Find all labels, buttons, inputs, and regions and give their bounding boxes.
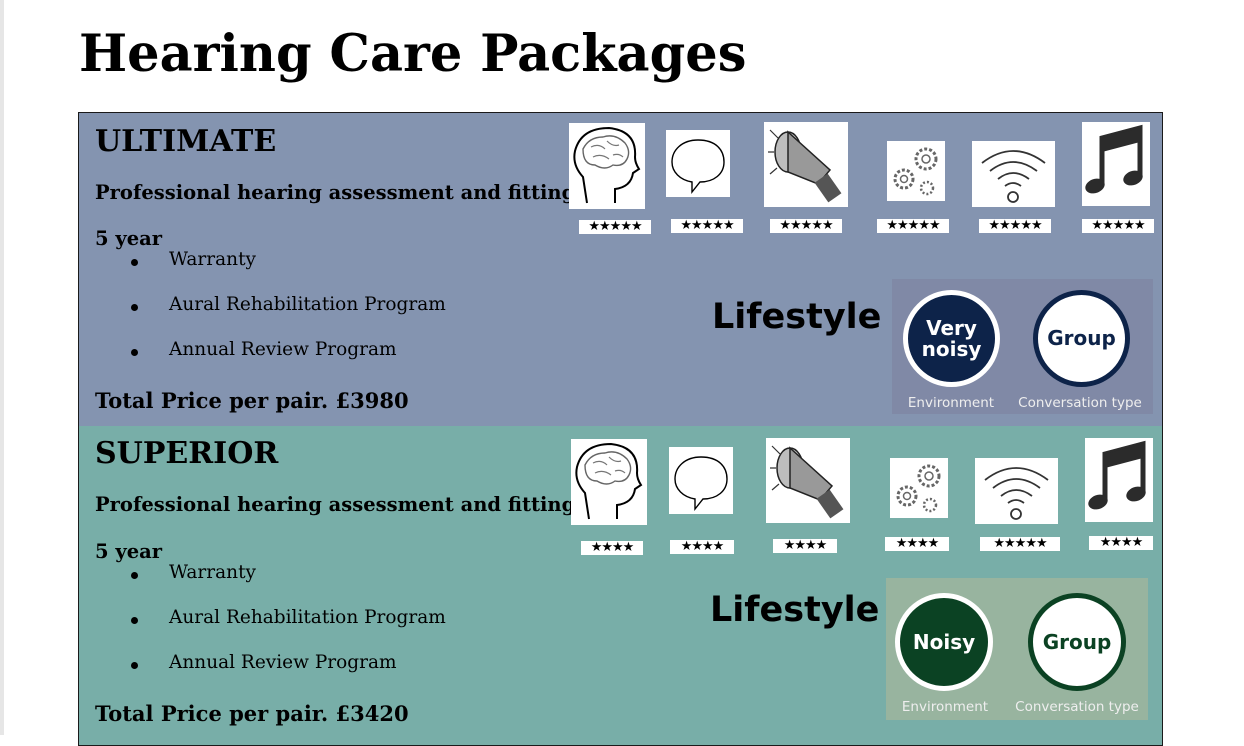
conversation-value: Group (1042, 629, 1112, 654)
benefit-label: Warranty (169, 249, 256, 270)
bullet-icon (131, 259, 138, 266)
page-title: Hearing Care Packages (79, 24, 747, 84)
package-ultimate: ULTIMATE Professional hearing assessment… (78, 112, 1163, 428)
package-name: SUPERIOR (95, 436, 279, 471)
conversation-value: Group (1047, 326, 1116, 350)
package-name: ULTIMATE (95, 124, 277, 159)
conversation-badge: Group (1033, 290, 1130, 387)
page-left-edge (0, 0, 4, 735)
music-note-icon (1085, 438, 1153, 522)
star-rating: ★★★★★ (579, 220, 651, 234)
lifestyle-panel: Very noisy Group Environment Conversatio… (892, 279, 1153, 414)
star-rating: ★★★★★ (671, 219, 743, 233)
package-warranty-years: 5 year (95, 540, 163, 563)
star-rating: ★★★★★ (979, 219, 1051, 233)
gears-icon (887, 141, 945, 201)
environment-caption: Environment (907, 395, 995, 411)
conversation-caption: Conversation type (1018, 395, 1142, 411)
package-price: Total Price per pair. £3420 (95, 701, 409, 726)
star-rating: ★★★★★ (1082, 219, 1154, 233)
package-warranty-years: 5 year (95, 227, 163, 250)
star-rating: ★★★★ (1089, 536, 1153, 550)
bullet-icon (131, 572, 138, 579)
bullet-icon (131, 349, 138, 356)
package-assessment: Professional hearing assessment and fitt… (95, 493, 576, 516)
package-price: Total Price per pair. £3980 (95, 388, 409, 413)
lifestyle-heading: Lifestyle (712, 297, 882, 337)
star-rating: ★★★★★ (877, 219, 949, 233)
star-rating: ★★★★★ (770, 219, 842, 233)
benefit-label: Warranty (169, 562, 256, 583)
megaphone-icon (766, 438, 850, 523)
star-rating: ★★★★ (581, 541, 643, 555)
megaphone-icon (764, 122, 848, 207)
wireless-signal-icon (975, 458, 1058, 524)
environment-value: Noisy (912, 629, 976, 654)
environment-caption: Environment (901, 699, 989, 715)
brain-icon (571, 439, 647, 525)
speech-bubble-icon (666, 130, 730, 197)
conversation-badge: Group (1028, 593, 1126, 691)
bullet-icon (131, 662, 138, 669)
star-rating: ★★★★★ (980, 537, 1060, 551)
lifestyle-panel: Noisy Group Environment Conversation typ… (886, 578, 1148, 720)
package-assessment: Professional hearing assessment and fitt… (95, 181, 576, 204)
environment-badge: Very noisy (903, 290, 1000, 387)
gears-icon (890, 458, 948, 518)
benefit-label: Annual Review Program (169, 652, 397, 673)
lifestyle-heading: Lifestyle (710, 590, 880, 630)
star-rating: ★★★★ (773, 539, 837, 553)
bullet-icon (131, 617, 138, 624)
conversation-caption: Conversation type (1015, 699, 1139, 715)
bullet-icon (131, 304, 138, 311)
brain-icon (569, 123, 645, 209)
benefit-label: Annual Review Program (169, 339, 397, 360)
star-rating: ★★★★ (670, 540, 734, 554)
benefit-label: Aural Rehabilitation Program (169, 607, 446, 628)
package-superior: SUPERIOR Professional hearing assessment… (78, 426, 1163, 746)
environment-value: Very noisy (921, 315, 982, 361)
wireless-signal-icon (972, 141, 1055, 207)
star-rating: ★★★★ (885, 537, 949, 551)
speech-bubble-icon (669, 447, 733, 514)
environment-badge: Noisy (895, 593, 993, 691)
benefit-label: Aural Rehabilitation Program (169, 294, 446, 315)
music-note-icon (1082, 122, 1150, 206)
